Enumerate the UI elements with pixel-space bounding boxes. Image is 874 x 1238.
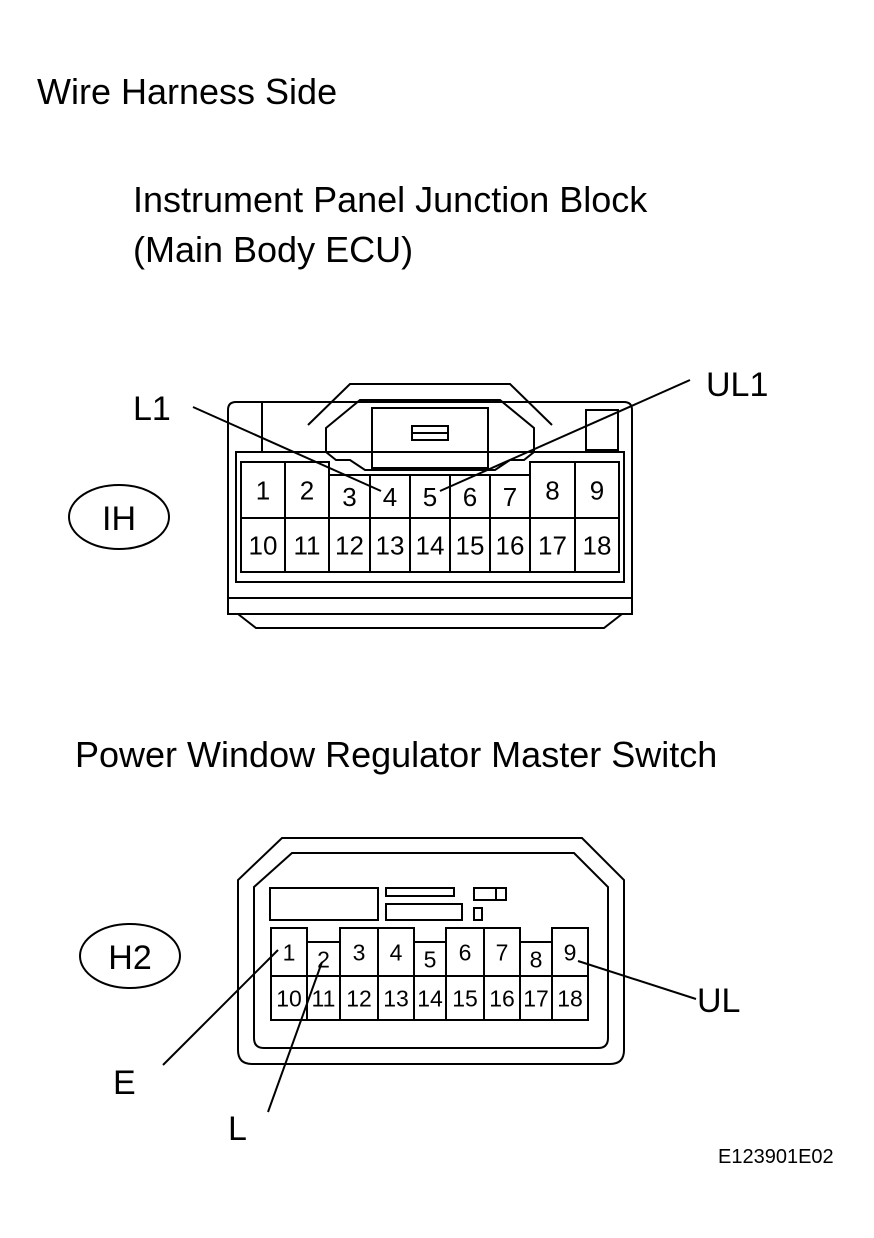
connector2-pin-label-6: 6: [459, 939, 472, 965]
connector2-pin-label-18: 18: [557, 985, 583, 1011]
connector2-pin-label-4: 4: [390, 939, 403, 965]
connector2-pin-label-7: 7: [496, 939, 509, 965]
connector1-pin-label-14: 14: [416, 530, 445, 560]
callout-line-L: [267, 961, 323, 1113]
connector1-pin-label-18: 18: [583, 530, 612, 560]
connector1-pin-label-7: 7: [503, 482, 517, 512]
connector1-pin-label-3: 3: [342, 482, 356, 512]
callout-label-UL: UL: [697, 982, 740, 1020]
connector2-pin-label-3: 3: [353, 939, 366, 965]
connector2-pin-label-15: 15: [452, 985, 478, 1011]
connector2-pin-label-10: 10: [276, 985, 302, 1011]
callout-line-UL: [577, 960, 697, 1000]
connector2-pin-label-16: 16: [489, 985, 515, 1011]
connector2-pin-label-12: 12: [346, 985, 372, 1011]
connector2-pin-label-1: 1: [283, 939, 296, 965]
connector1-pin-label-11: 11: [294, 530, 321, 560]
connector1-id: IH: [102, 500, 136, 538]
callout-label-UL1: UL1: [706, 366, 768, 404]
connector2-pin-label-11: 11: [312, 985, 336, 1011]
callout-label-E: E: [113, 1064, 136, 1102]
connector2-pin-label-13: 13: [383, 985, 409, 1011]
callout-label-L1: L1: [133, 390, 171, 428]
connector1-pin-label-10: 10: [249, 530, 278, 560]
connector2-id: H2: [108, 939, 151, 977]
connector1-pin-label-9: 9: [590, 475, 604, 505]
connector1-pin-label-8: 8: [545, 475, 559, 505]
connector1-name-line1: Instrument Panel Junction Block: [133, 179, 648, 220]
connector1-pin-cell-18: [574, 517, 620, 573]
connector1-name-line2: (Main Body ECU): [133, 229, 414, 270]
connector2-id-badge: [79, 923, 181, 989]
callout-line-L1: [192, 406, 382, 492]
callout-label-L: L: [228, 1110, 247, 1148]
connector1-pin-label-2: 2: [300, 475, 314, 505]
connector2-name: Power Window Regulator Master Switch: [75, 734, 718, 775]
connector2-pin-label-9: 9: [564, 939, 577, 965]
connector1-pin-label-17: 17: [538, 530, 567, 560]
callout-line-E: [162, 949, 279, 1066]
callout-line-UL1: [439, 379, 691, 492]
connector2-pin-label-5: 5: [424, 946, 437, 972]
connector1-pin-label-4: 4: [383, 482, 397, 512]
connector1-pin-label-15: 15: [456, 530, 485, 560]
connector1-housing: [227, 383, 633, 629]
connector2-pin-label-17: 17: [523, 985, 549, 1011]
diagram-title: Wire Harness Side: [37, 71, 338, 112]
connector1-pin-grid: 1 10 2 11 3 12 4 13 5 14 6 15 7 16 8 17 9 18: [240, 461, 620, 573]
connector1-pin-label-12: 12: [335, 530, 364, 560]
connector1-id-badge: [68, 484, 170, 550]
connector1-pin-label-16: 16: [496, 530, 525, 560]
connector2-pin-cell-18: [551, 975, 589, 1021]
connector2-housing: [237, 837, 625, 1065]
figure-code: E123901E02: [718, 1146, 834, 1168]
connector1-pin-label-13: 13: [376, 530, 405, 560]
connector1-pin-label-6: 6: [463, 482, 477, 512]
connector1-pin-label-5: 5: [423, 482, 437, 512]
connector2-pin-label-14: 14: [417, 985, 443, 1011]
connector2-pin-label-8: 8: [530, 946, 543, 972]
connector1-pin-label-1: 1: [256, 475, 270, 505]
